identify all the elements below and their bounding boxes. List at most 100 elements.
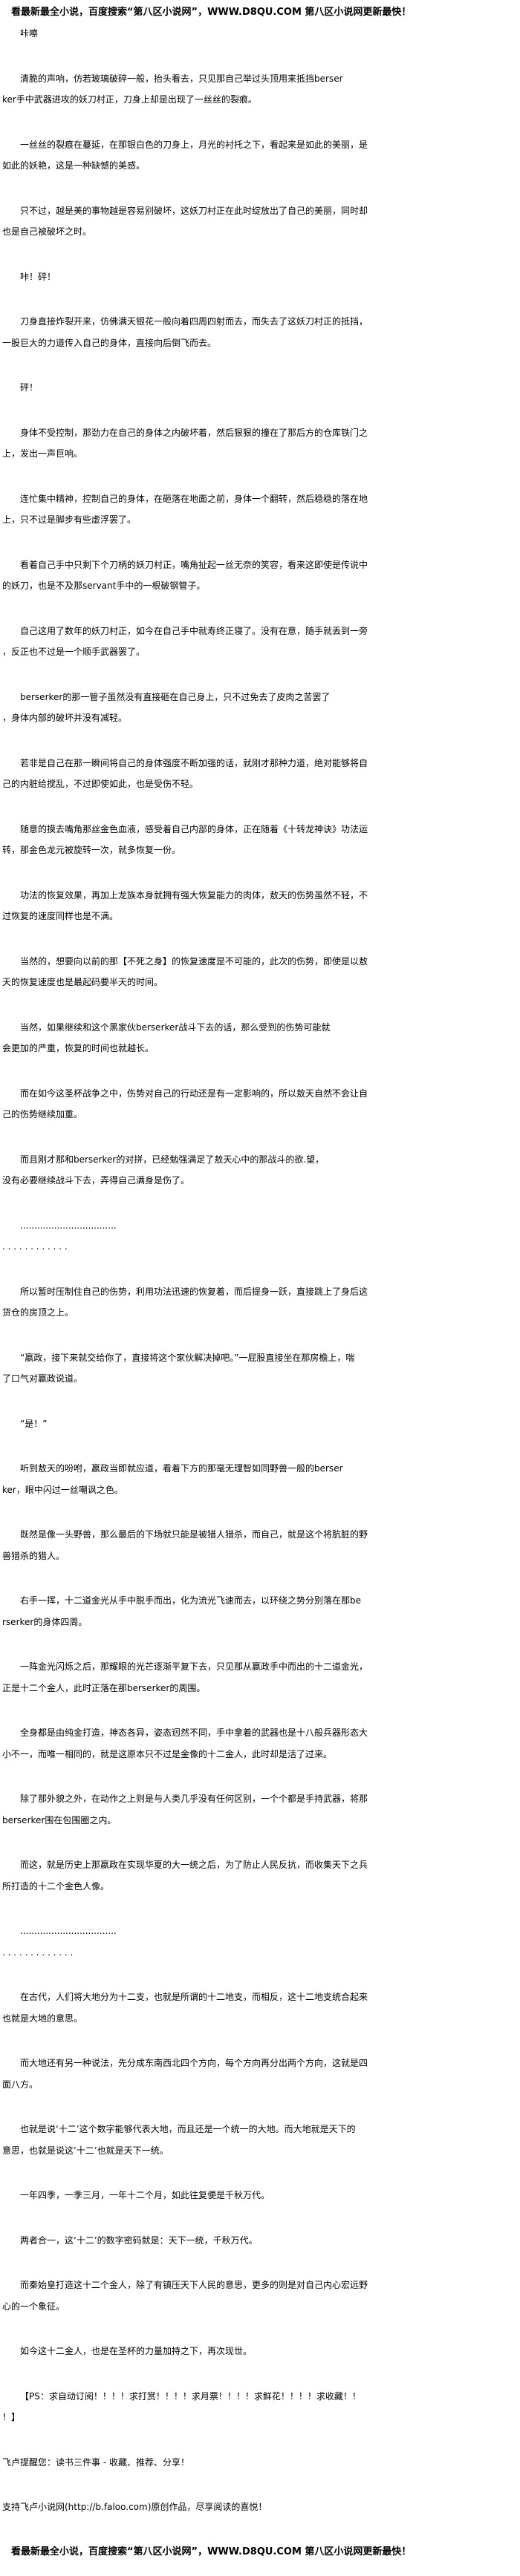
text-line: 咔！砰！ xyxy=(20,271,56,282)
text-line: 一丝丝的裂痕在蔓延，在那银白色的刀身上，月光的衬托之下，看起来是如此的美丽，是 xyxy=(20,139,368,150)
text-line: 而在如今这圣杯战争之中，伤势对自己的行动还是有一定影响的，所以敖天自然不会让自 xyxy=(20,1088,368,1099)
text-line: ，身体内部的破坏并没有减轻。 xyxy=(2,713,128,723)
text-line: “是！” xyxy=(20,1418,48,1429)
text-line: 【PS：求自动订阅！！！！求打赏！！！！求月票！！！！求鲜花！！！！求收藏！！ xyxy=(20,2390,361,2402)
text-line: .................................. xyxy=(20,1220,117,1231)
site-note: 支持飞卢小说网(http://b.faloo.com)原创作品，尽享阅读的喜悦！ xyxy=(2,2497,389,2518)
text-line: ker，眼中闪过一丝嘲讽之色。 xyxy=(2,1484,123,1495)
text-line: 全身都是由纯金打造，神态各异，姿态迥然不同，手中拿着的武器也是十八般兵器形态大 xyxy=(20,1727,368,1738)
paragraph: “是！” xyxy=(2,1413,389,1435)
site-note: 飞卢提醒您：读书三件事 - 收藏、推荐、分享！ xyxy=(2,2452,389,2474)
text-line: 当然的，想要向以前的那【不死之身】的恢复速度是不可能的，此次的伤势，即使是以敖 xyxy=(20,955,368,967)
text-line: 一年四季，一季三月，一年十二个月，如此往复便是千秋万代。 xyxy=(20,2190,270,2200)
text-line: 也就是说‘十二’这个数字能够代表大地，而且还是一个统一的大地。而大地就是天下的 xyxy=(20,2124,356,2134)
text-line: 货仓的房顶之上。 xyxy=(2,1307,74,1318)
text-line: 若非是自己在那一瞬间将自己的身体强度不断加强的话，就刚才那种力道，绝对能够将自 xyxy=(20,757,368,768)
text-line: 面八方。 xyxy=(2,2079,39,2090)
text-line: ker手中武器进攻的妖刀村正，刀身上却是出现了一丝丝的裂痕。 xyxy=(2,94,257,105)
text-line: 功法的恢复效果，再加上龙族本身就拥有强大恢复能力的肉体，敖天的伤势虽然不轻，不 xyxy=(20,889,368,900)
paragraph: 全身都是由纯金打造，神态各异，姿态迥然不同，手中拿着的武器也是十八般兵器形态大小… xyxy=(2,1722,389,1765)
paragraph: 刀身直接炸裂开来，仿佛满天银花一般向着四周四射而去，而失去了这妖刀村正的抵挡， 一… xyxy=(2,311,389,353)
text-line: 上，只不过是脚步有些虚浮罢了。 xyxy=(2,514,137,525)
text-line: 身体不受控制，那劲力在自己的身体之内破坏着，然后狠狠的撞在了那后方的仓库铁门之 xyxy=(20,427,368,438)
paragraph: 而大地还有另一种说法，先分成东南西北四个方向，每个方向再分出两个方向，这就是四面… xyxy=(2,2053,389,2095)
text-line: 过恢复的速度同样也是不满。 xyxy=(2,911,119,921)
paragraph: 【PS：求自动订阅！！！！求打赏！！！！求月票！！！！求鲜花！！！！求收藏！！ ！… xyxy=(2,2386,389,2428)
site-banner-top: 看最新最全小说，百度搜索“第八区小说网”，WWW.D8QU.COM 第八区小说网… xyxy=(11,7,412,18)
paragraph: 一丝丝的裂痕在蔓延，在那银白色的刀身上，月光的衬托之下，看起来是如此的美丽，是如… xyxy=(2,134,389,177)
text-line: 一股巨大的力道传入自己的身体，直接向后倒飞而去。 xyxy=(2,337,217,348)
text-line: 一阵金光闪烁之后，那耀眼的光芒逐渐平复下去，只见那从嬴政手中而出的十二道金光， xyxy=(20,1661,368,1672)
paragraph: 一阵金光闪烁之后，那耀眼的光芒逐渐平复下去，只见那从嬴政手中而出的十二道金光， 正… xyxy=(2,1656,389,1699)
text-line: 自己这用了数年的妖刀村正，如今在自己手中就寿终正寝了。没有在意，随手就丢到一旁 xyxy=(20,625,368,636)
text-line: 连忙集中精神，控制自己的身体，在砸落在地面之前，身体一个翻转，然后稳稳的落在地 xyxy=(20,493,368,504)
text-line: 清脆的声响，仿若玻璃破碎一般，抬头看去，只见那自己举过头顶用来抵挡berser xyxy=(20,73,343,84)
text-line: 没有必要继续战斗下去，弄得自己满身是伤了。 xyxy=(2,1175,190,1186)
paragraph: 而在如今这圣杯战争之中，伤势对自己的行动还是有一定影响的，所以敖天自然不会让自己… xyxy=(2,1083,389,1125)
text-line: . . . . . . . . . . . . xyxy=(2,1241,68,1252)
text-line: 随意的摸去嘴角那丝金色血液，感受着自己内部的身体，正在随着《十转龙神诀》功法运 xyxy=(20,823,368,834)
paragraph: 如今这十二金人，也是在圣杯的力量加持之下，再次现世。 xyxy=(2,2341,389,2362)
text-line: 刀身直接炸裂开来，仿佛满天银花一般向着四周四射而去，而失去了这妖刀村正的抵挡， xyxy=(20,316,368,327)
site-banner-bottom: 看最新最全小说，百度搜索“第八区小说网”，WWW.D8QU.COM 第八区小说网… xyxy=(11,2546,412,2557)
text-line: 两者合一，这‘十二’的数字密码就是：天下一统，千秋万代。 xyxy=(20,2235,258,2246)
paragraph: 咔！砰！ xyxy=(2,267,389,288)
text-line: rserker的身体四周。 xyxy=(2,1616,88,1627)
paragraph: 所以暂时压制住自己的伤势，利用功法迅速的恢复着，而后提身一跃，直接跳上了身后这货… xyxy=(2,1281,389,1324)
text-line: 转，那金色龙元被旋转一次，就多恢复一份。 xyxy=(2,845,181,855)
text-line: 当然，如果继续和这个黑家伙berserker战斗下去的话，那么受到的伤势可能就 xyxy=(20,1021,331,1033)
text-line: 己的内脏给搅乱，不过即使如此，也是受伤不轻。 xyxy=(2,779,199,789)
paragraph: berserker的那一管子虽然没有直接砸在自己身上，只不过免去了皮肉之苦罢了 ，… xyxy=(2,687,389,729)
text-line: 咔嚓 xyxy=(20,28,39,39)
paragraph: 听到敖天的吩咐，嬴政当即就应道，看着下方的那毫无理智如同野兽一般的berser k… xyxy=(2,1458,389,1500)
text-line: ！】 xyxy=(2,2412,21,2422)
text-line: 正是十二个金人，此时正落在那berserker的周围。 xyxy=(2,1682,206,1693)
paragraph: 随意的摸去嘴角那丝金色血液，感受着自己内部的身体，正在随着《十转龙神诀》功法运转… xyxy=(2,819,389,861)
text-line: 心的一个象征。 xyxy=(2,2301,65,2312)
text-line: 如今这十二金人，也是在圣杯的力量加持之下，再次现世。 xyxy=(20,2346,253,2356)
paragraph: 连忙集中精神，控制自己的身体，在砸落在地面之前，身体一个翻转，然后稳稳的落在地上… xyxy=(2,488,389,531)
text-line: 砰！ xyxy=(20,382,39,393)
text-line: 而大地还有另一种说法，先分成东南西北四个方向，每个方向再分出两个方向，这就是四 xyxy=(20,2058,368,2068)
site-note-text: 飞卢提醒您：读书三件事 - 收藏、推荐、分享！ xyxy=(2,2456,189,2468)
text-line: 小不一，而唯一相同的，就是这原本只不过是金像的十二金人，此时却是活了过来。 xyxy=(2,1748,333,1759)
paragraph: .................................. . . . … xyxy=(2,1215,389,1258)
paragraph: 一年四季，一季三月，一年十二个月，如此往复便是千秋万代。 xyxy=(2,2185,389,2206)
paragraph: 既然是像一头野兽，那么最后的下场就只能是被猎人猎杀，而自己，就是这个将肮脏的野兽… xyxy=(2,1524,389,1566)
text-line: berserker的那一管子虽然没有直接砸在自己身上，只不过免去了皮肉之苦罢了 xyxy=(20,691,331,702)
text-line: 兽猎杀的猎人。 xyxy=(2,1550,65,1561)
paragraph: 当然，如果继续和这个黑家伙berserker战斗下去的话，那么受到的伤势可能就会… xyxy=(2,1017,389,1059)
text-line: berserker围在包围圈之内。 xyxy=(2,1814,117,1825)
text-line: 的妖刀，也是不及那servant手中的一根破钢管子。 xyxy=(2,581,206,591)
paragraph: 也就是说‘十二’这个数字能够代表大地，而且还是一个统一的大地。而大地就是天下的意… xyxy=(2,2119,389,2161)
text-line: 听到敖天的吩咐，嬴政当即就应道，看着下方的那毫无理智如同野兽一般的berser xyxy=(20,1463,343,1474)
paragraph: 只不过，越是美的事物越是容易别破坏，这妖刀村正在此时绽放出了自己的美丽，同时却也… xyxy=(2,200,389,243)
paragraph: 清脆的声响，仿若玻璃破碎一般，抬头看去，只见那自己举过头顶用来抵挡berser k… xyxy=(2,68,389,111)
paragraph: 看着自己手中只剩下个刀柄的妖刀村正，嘴角扯起一丝无奈的笑容，看来这即使是传说中的… xyxy=(2,555,389,597)
paragraph: 除了那外貌之外，在动作之上则是与人类几乎没有任何区别，一个个都是手持武器，将那 b… xyxy=(2,1788,389,1831)
text-line: 会更加的严重，恢复的时间也就越长。 xyxy=(2,1043,155,1053)
text-line: ，反正也不过是一个顺手武器罢了。 xyxy=(2,647,146,657)
paragraph: 右手一挥，十二道金光从手中脱手而出，化为流光飞速而去，以环绕之势分别落在那be r… xyxy=(2,1590,389,1632)
text-line: 天的恢复速度也是最起码要半天的时间。 xyxy=(2,977,163,987)
site-note-text: 支持飞卢小说网(http://b.faloo.com)原创作品，尽享阅读的喜悦！ xyxy=(2,2502,267,2512)
paragraph: 两者合一，这‘十二’的数字密码就是：天下一统，千秋万代。 xyxy=(2,2230,389,2252)
paragraph: 而且刚才那和berserker的对拼，已经勉强满足了敖天心中的那战斗的欲.望， 没… xyxy=(2,1149,389,1191)
text-line: 除了那外貌之外，在动作之上则是与人类几乎没有任何区别，一个个都是手持武器，将那 xyxy=(20,1794,368,1804)
paragraph: ................................... . . … xyxy=(2,1920,389,1963)
paragraph: 咔嚓 xyxy=(2,23,389,45)
paragraph: “嬴政，接下来就交给你了，直接将这个家伙解决掉吧。”一屁股直接坐在那房檐上，喘了… xyxy=(2,1347,389,1390)
text-line: 在古代，人们将大地分为十二支，也就是所谓的十二地支，而相反，这十二地支统合起来 xyxy=(20,1992,368,2002)
text-line: 所打造的十二个金色人像。 xyxy=(2,1880,110,1892)
text-line: 右手一挥，十二道金光从手中脱手而出，化为流光飞速而去，以环绕之势分别落在那be xyxy=(20,1595,362,1606)
paragraph: 而这，就是历史上那嬴政在实现华夏的大一统之后，为了防止人民反抗，而收集天下之兵所… xyxy=(2,1854,389,1897)
text-line: 而且刚才那和berserker的对拼，已经勉强满足了敖天心中的那战斗的欲.望， xyxy=(20,1154,325,1165)
text-line: 己的伤势继续加重。 xyxy=(2,1109,83,1119)
paragraph: 功法的恢复效果，再加上龙族本身就拥有强大恢复能力的肉体，敖天的伤势虽然不轻，不过… xyxy=(2,885,389,927)
text-line: .................................. xyxy=(20,1926,117,1936)
text-line: 只不过，越是美的事物越是容易别破坏，这妖刀村正在此时绽放出了自己的美丽，同时却 xyxy=(20,205,368,216)
paragraph: 身体不受控制，那劲力在自己的身体之内破坏着，然后狠狠的撞在了那后方的仓库铁门之上… xyxy=(2,422,389,465)
paragraph: 当然的，想要向以前的那【不死之身】的恢复速度是不可能的，此次的伤势，即使是以敖天… xyxy=(2,951,389,993)
text-line: 而秦始皇打造这十二个金人，除了有镇压天下人民的意思，更多的则是对自己内心宏远野 xyxy=(20,2280,368,2290)
text-line: 上，发出一声巨响。 xyxy=(2,448,83,459)
